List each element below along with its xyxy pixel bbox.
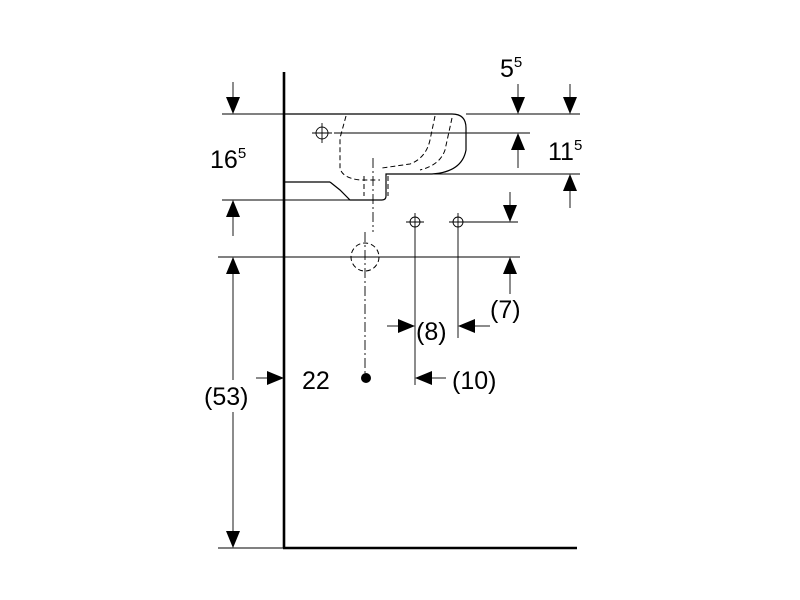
dim-arrow-16-5 [226, 82, 240, 236]
dim-arrow-10 [415, 371, 446, 385]
dim-arrow-53 [218, 257, 283, 549]
dim-label-16-5: 165 [210, 145, 246, 174]
valve-right-marker [449, 213, 467, 231]
dim-arrow-8 [387, 319, 490, 333]
valve-left-marker [406, 213, 424, 231]
tap-hole-marker [312, 123, 332, 143]
dim-label-8: (8) [416, 318, 447, 346]
dim-label-11-5: 115 [548, 137, 582, 166]
washbasin-outline [284, 113, 467, 232]
dim-label-53: (53) [204, 383, 248, 411]
dim-arrow-5-5 [511, 84, 577, 114]
dim-arrow-7 [503, 192, 517, 294]
dim-label-10: (10) [452, 367, 496, 395]
dim-label-5-5: 55 [500, 54, 522, 83]
dim-label-7: (7) [490, 296, 521, 324]
dim-arrow-22 [256, 371, 284, 385]
waste-pipe-marker [350, 232, 380, 378]
fixing-point-dot [361, 373, 371, 383]
dim-label-22: 22 [302, 367, 330, 395]
dim-arrow-11-5 [511, 133, 577, 208]
